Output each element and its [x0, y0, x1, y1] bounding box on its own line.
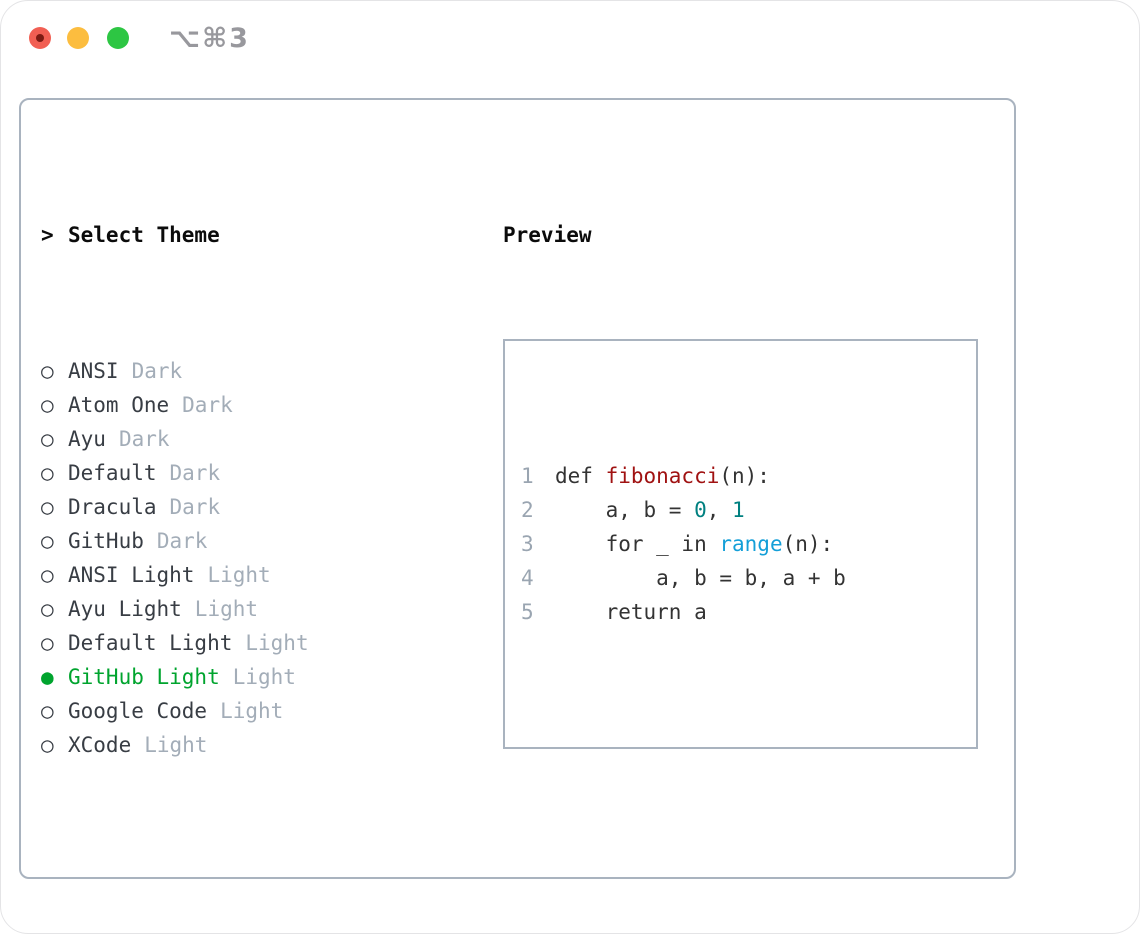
- radio-unselected-icon: ○: [41, 631, 54, 655]
- line-number: 1: [521, 464, 534, 488]
- theme-name: GitHub: [68, 529, 144, 553]
- zoom-button[interactable]: [107, 27, 129, 49]
- theme-name: ANSI: [68, 359, 119, 383]
- theme-option-default[interactable]: ○ Default Dark: [41, 456, 477, 490]
- theme-name: Dracula: [68, 495, 157, 519]
- theme-option-github-light[interactable]: ● GitHub Light Light: [41, 660, 477, 694]
- code-segment: ,: [706, 498, 733, 522]
- minimize-button[interactable]: [67, 27, 89, 49]
- theme-variant-tag: Light: [207, 563, 271, 587]
- code-line: 5 return a: [521, 595, 976, 629]
- line-number: 2: [521, 498, 534, 522]
- close-button[interactable]: [29, 27, 51, 49]
- theme-option-xcode[interactable]: ○ XCode Light: [41, 728, 477, 762]
- code-segment: a, b = b, a + b: [555, 566, 846, 590]
- theme-variant-tag: Dark: [182, 393, 233, 417]
- code-segment: return a: [555, 600, 707, 624]
- radio-unselected-icon: ○: [41, 393, 54, 417]
- theme-name: Google Code: [68, 699, 208, 723]
- theme-option-atom-one[interactable]: ○ Atom One Dark: [41, 388, 477, 422]
- theme-option-ansi-light[interactable]: ○ ANSI Light Light: [41, 558, 477, 592]
- radio-unselected-icon: ○: [41, 427, 54, 451]
- code-segment: def: [555, 464, 606, 488]
- prompt-icon: >: [41, 223, 54, 247]
- radio-unselected-icon: ○: [41, 563, 54, 587]
- select-theme-title: Select Theme: [68, 223, 220, 247]
- preview-title: Preview: [503, 223, 592, 247]
- theme-name: Default Light: [68, 631, 233, 655]
- code-segment: range: [719, 532, 783, 556]
- radio-unselected-icon: ○: [41, 495, 54, 519]
- code-segment: fibonacci: [605, 464, 720, 488]
- theme-option-dracula[interactable]: ○ Dracula Dark: [41, 490, 477, 524]
- theme-option-ansi[interactable]: ○ ANSI Dark: [41, 354, 477, 388]
- code-segment: (n):: [782, 532, 834, 556]
- radio-selected-icon: ●: [41, 665, 54, 689]
- theme-variant-tag: Light: [245, 631, 309, 655]
- theme-name: ANSI Light: [68, 563, 195, 587]
- code-line: 2 a, b = 0, 1: [521, 493, 976, 527]
- theme-option-default-light[interactable]: ○ Default Light Light: [41, 626, 477, 660]
- radio-unselected-icon: ○: [41, 359, 54, 383]
- code-segment: 1: [732, 498, 745, 522]
- theme-name: Atom One: [68, 393, 170, 417]
- code-line: 1 def fibonacci(n):: [521, 459, 976, 493]
- theme-variant-tag: Light: [144, 733, 208, 757]
- theme-variant-tag: Dark: [169, 495, 221, 519]
- code-segment: for _ in: [555, 532, 720, 556]
- code-line: 3 for _ in range(n):: [521, 527, 976, 561]
- window-title: ⌥⌘3: [169, 23, 250, 54]
- select-theme-header: > Select Theme: [41, 218, 477, 252]
- radio-unselected-icon: ○: [41, 461, 54, 485]
- theme-variant-tag: Dark: [156, 529, 208, 553]
- theme-option-ayu[interactable]: ○ Ayu Dark: [41, 422, 477, 456]
- theme-variant-tag: Light: [220, 699, 284, 723]
- radio-unselected-icon: ○: [41, 597, 54, 621]
- code-line: 4 a, b = b, a + b: [521, 561, 976, 595]
- line-number: 5: [521, 600, 534, 624]
- theme-option-google-code[interactable]: ○ Google Code Light: [41, 694, 477, 728]
- radio-unselected-icon: ○: [41, 699, 54, 723]
- preview-blank-line: [521, 697, 976, 731]
- theme-name: XCode: [68, 733, 132, 757]
- theme-option-ayu-light[interactable]: ○ Ayu Light Light: [41, 592, 477, 626]
- theme-variant-tag: Dark: [118, 427, 170, 451]
- theme-name: Ayu: [68, 427, 106, 451]
- code-segment: a, b =: [555, 498, 695, 522]
- theme-variant-tag: Dark: [131, 359, 183, 383]
- title-bar: ⌥⌘3: [1, 1, 1139, 75]
- theme-name: Ayu Light: [68, 597, 182, 621]
- code-segment: 0: [694, 498, 707, 522]
- code-segment: (n):: [719, 464, 770, 488]
- theme-name: GitHub Light: [68, 665, 220, 689]
- line-number: 3: [521, 532, 534, 556]
- theme-option-github[interactable]: ○ GitHub Dark: [41, 524, 477, 558]
- theme-variant-tag: Light: [194, 597, 259, 621]
- apply-to-section: Apply To ●User Settings○Workspace Settin…: [41, 898, 477, 933]
- theme-name: Default: [68, 461, 157, 485]
- radio-unselected-icon: ○: [41, 733, 54, 757]
- radio-unselected-icon: ○: [41, 529, 54, 553]
- theme-variant-tag: Light: [232, 665, 296, 689]
- line-number: 4: [521, 566, 534, 590]
- theme-variant-tag: Dark: [169, 461, 221, 485]
